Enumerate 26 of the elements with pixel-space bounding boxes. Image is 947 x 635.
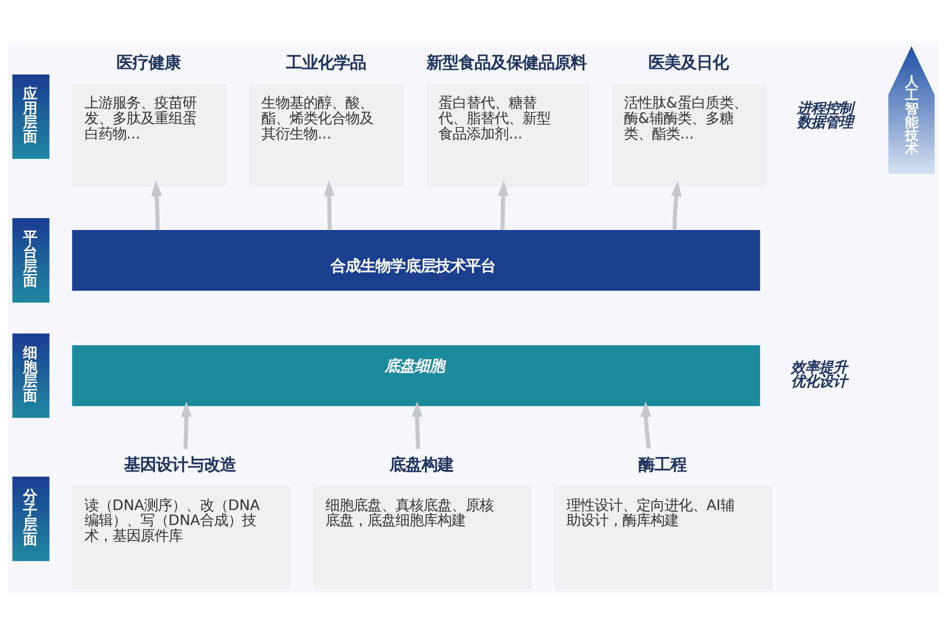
node-label: 医美及日化	[648, 53, 728, 72]
node-box: 应用层面	[12, 74, 50, 159]
label: 进程控制数据管理	[797, 100, 854, 132]
node-label: 医疗健康	[116, 53, 180, 72]
arrow	[412, 401, 423, 449]
node-box: 平台层面	[12, 218, 50, 303]
arrow	[498, 180, 509, 230]
node-box: 活性肽&蛋白质类、酶&辅酶类、多糖类、酯类...	[612, 84, 766, 187]
node-label: 新型食品及保健品原料	[426, 53, 586, 72]
arrow	[640, 401, 652, 449]
node-box: 合成生物学底层技术平台	[72, 230, 760, 291]
node-label: 底盘构建	[389, 455, 454, 474]
arrow	[670, 180, 682, 230]
node-box: 分子层面	[12, 476, 50, 562]
arrow	[180, 401, 192, 449]
node-box: 底盘细胞	[72, 345, 760, 406]
node-box: 上游服务、疫苗研发、多肽及重组蛋白药物...	[72, 84, 227, 187]
node-label: 工业化学品	[286, 53, 366, 72]
arrow	[324, 180, 335, 230]
node-box: 细胞层面	[12, 333, 50, 418]
node-box: 生物基的醇、酸、酯、烯类化合物及其衍生物...	[249, 84, 404, 187]
node-label: 酶工程	[638, 455, 687, 474]
arrow	[151, 180, 162, 230]
label: 效率提升优化设计	[790, 360, 847, 390]
node-box: 蛋白替代、糖替代、脂替代、新型食品添加剂...	[426, 84, 590, 187]
node-label: 基因设计与改造	[124, 455, 236, 474]
